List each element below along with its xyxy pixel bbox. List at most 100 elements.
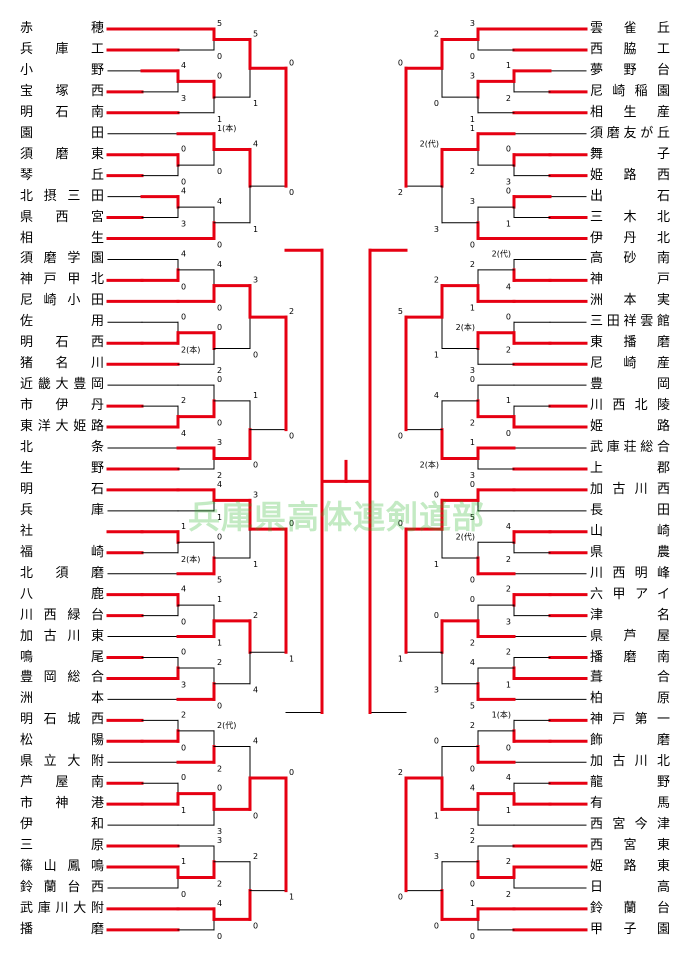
score-label: 1 (470, 115, 475, 124)
right-team-name: 尼崎稲園 (590, 83, 670, 99)
score-label: 0 (289, 768, 294, 777)
left-team-name: 篠山鳳鳴 (20, 859, 104, 874)
score-label: 1(本) (492, 709, 511, 719)
left-team-name: 東洋大姫路 (20, 419, 104, 435)
score-label: 0 (253, 460, 258, 469)
score-label: 5 (217, 19, 222, 28)
right-team-name: 柏原 (590, 691, 670, 707)
right-team-name: 三木北 (590, 209, 670, 225)
score-label: 0 (253, 921, 258, 930)
left-team-name: 相生 (20, 230, 104, 246)
left-team-name: 北須磨 (20, 565, 104, 581)
score-label: 2(本) (181, 344, 200, 354)
score-label: 1 (217, 115, 222, 124)
right-team-name: 洲本実 (590, 293, 670, 309)
score-label: 3 (181, 680, 186, 689)
right-team-name: 姫路東 (590, 859, 670, 874)
score-label: 3 (434, 225, 439, 234)
score-label: 2 (470, 836, 475, 845)
score-label: 1 (253, 391, 258, 400)
left-team-name: 赤穂 (20, 21, 104, 36)
score-label: 1(本) (217, 123, 236, 133)
score-label: 0 (181, 648, 186, 657)
score-label: 2(代) (217, 720, 236, 730)
score-label: 2 (506, 94, 511, 103)
score-label: 1 (181, 857, 186, 866)
left-team-name: 洲本 (20, 691, 104, 707)
score-label: 0 (398, 432, 403, 441)
left-team-name: 伊和 (20, 817, 104, 833)
score-label: 2 (289, 307, 294, 316)
score-label: 4 (470, 784, 475, 793)
score-label: 2(本) (456, 322, 475, 332)
left-team-name: 園田 (20, 125, 104, 141)
right-team-name: 西宮今津 (590, 817, 670, 833)
score-label: 1 (253, 225, 258, 234)
left-team-name: 兵庫 (20, 502, 104, 518)
score-label: 4 (217, 197, 222, 206)
right-team-name: 県農 (590, 544, 670, 560)
score-label: 3 (470, 366, 475, 375)
score-label: 2 (506, 585, 511, 594)
right-team-name: 相生産 (590, 104, 670, 120)
score-label: 4 (181, 187, 186, 196)
score-label: 2 (470, 721, 475, 730)
score-label: 1 (217, 595, 222, 604)
right-team-name: 神戸第一 (590, 712, 670, 728)
score-label: 5 (470, 701, 475, 710)
right-team-name: 長田 (590, 502, 670, 518)
right-team-name: 東播磨 (590, 335, 670, 351)
score-label: 0 (470, 52, 475, 61)
score-label: 4 (506, 522, 511, 531)
score-label: 1 (506, 61, 511, 70)
right-team-name: 川西北陵 (590, 398, 670, 414)
score-label: 4 (506, 282, 511, 291)
score-label: 2 (181, 710, 186, 719)
score-label: 4 (181, 429, 186, 438)
score-label: 3 (253, 276, 258, 285)
right-team-name: 飾磨 (590, 733, 670, 749)
score-label: 0 (470, 375, 475, 384)
right-team-name: 高砂南 (590, 251, 670, 267)
score-label: 1 (470, 899, 475, 908)
score-label: 0 (217, 71, 222, 80)
left-team-name: 播磨 (20, 921, 104, 937)
score-label: 3 (470, 471, 475, 480)
score-label: 0 (470, 764, 475, 773)
score-label: 0 (506, 429, 511, 438)
right-team-name: 伊丹北 (590, 230, 670, 246)
left-team-name: 近畿大豊岡 (20, 377, 104, 393)
score-label: 1 (217, 513, 222, 522)
score-label: 2 (470, 419, 475, 428)
bracket-lines (106, 27, 588, 932)
score-label: 0 (470, 932, 475, 941)
left-team-name: 福崎 (20, 544, 104, 560)
score-label: 0 (217, 701, 222, 710)
score-label: 0 (181, 145, 186, 154)
left-team-name: 兵庫工 (20, 41, 104, 57)
score-label: 1 (470, 303, 475, 312)
score-label: 3 (217, 827, 222, 836)
score-label: 1 (434, 350, 439, 359)
left-team-name: 明石南 (20, 104, 104, 120)
score-label: 1 (434, 811, 439, 820)
left-team-name: 琴丘 (20, 167, 104, 183)
score-label: 4 (217, 899, 222, 908)
score-label: 5 (398, 307, 403, 316)
right-team-name: 龍野 (590, 775, 670, 791)
left-team-name: 小野 (20, 62, 104, 78)
score-label: 3 (217, 438, 222, 447)
score-label: 3 (434, 852, 439, 861)
score-label: 0 (181, 618, 186, 627)
score-label: 2 (217, 471, 222, 480)
left-team-name: 宝塚西 (20, 83, 104, 99)
score-label: 0 (289, 519, 294, 528)
right-team-name: 播磨南 (590, 649, 670, 665)
score-label: 0 (398, 519, 403, 528)
score-label: 4 (181, 585, 186, 594)
score-label: 3 (470, 197, 475, 206)
left-team-name: 松陽 (20, 733, 104, 749)
right-team-name: 川西明峰 (590, 565, 670, 581)
score-label: 0 (506, 743, 511, 752)
score-label: 4 (181, 249, 186, 258)
